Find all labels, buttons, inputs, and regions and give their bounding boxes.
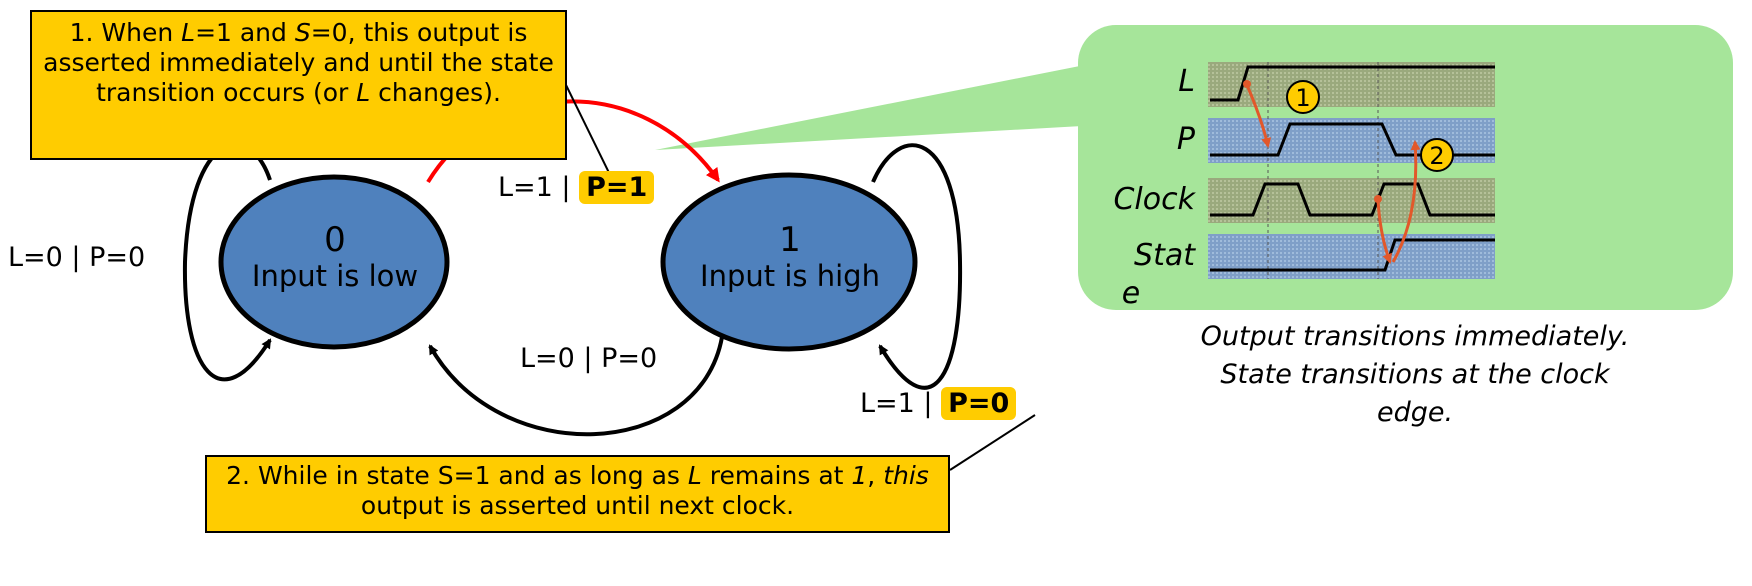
waveform-l (1210, 65, 1495, 102)
transition-1-to-0-label: L=0 | P=0 (520, 343, 658, 374)
marker-1-label: 1 (1295, 84, 1310, 112)
self-loop-1-output: P=0 (941, 387, 1017, 420)
state-1-number: 1 (779, 220, 801, 260)
state-0-text: 0 Input is low (240, 222, 430, 294)
state-1-desc: Input is high (700, 259, 880, 293)
caption-line-3: edge. (1376, 397, 1454, 428)
self-loop-1-label: L=1 | P=0 (860, 387, 1017, 420)
band-l (1208, 62, 1495, 107)
note-1-leader (565, 84, 616, 186)
note-2-leader (949, 414, 1036, 471)
causality-arrow-2b (1391, 140, 1421, 263)
waveform-p (1210, 122, 1495, 157)
transition-0-to-1-label: L=1 | P=1 (498, 171, 655, 204)
self-loop-1-condition: L=1 | (860, 388, 933, 419)
waveform-clock (1210, 182, 1495, 217)
transition-1-to-0 (428, 336, 724, 437)
signal-label-clock: Clock (1113, 182, 1195, 217)
state-1-bubble[interactable] (660, 172, 918, 352)
transition-0-to-1-condition: L=1 | (498, 172, 571, 203)
callout-pointer (655, 62, 1100, 150)
signal-label-state-wrap: e (1121, 276, 1141, 311)
note-1-callout: 1. When L=1 and S=0, this output is asse… (30, 10, 567, 160)
transition-0-to-1-output: P=1 (579, 171, 655, 204)
signal-label-p: P (1176, 122, 1195, 157)
causality-arrow-1 (1245, 84, 1272, 148)
self-loop-0-label: L=0 | P=0 (8, 242, 146, 273)
marker-2-label: 2 (1429, 142, 1444, 170)
causality-start-2 (1374, 195, 1382, 203)
causality-arrow-2a (1376, 199, 1392, 264)
signal-label-state: Stat (1134, 238, 1195, 273)
state-1-text: 1 Input is high (680, 222, 900, 294)
marker-1-circle (1286, 80, 1320, 114)
note-2-callout: 2. While in state S=1 and as long as L r… (205, 455, 950, 533)
marker-2-circle (1420, 138, 1454, 172)
caption-line-2: State transitions at the clock (1220, 359, 1610, 390)
state-0-desc: Input is low (251, 259, 419, 293)
self-loop-1 (871, 143, 963, 390)
state-0-number: 0 (324, 220, 346, 260)
caption-line-1: Output transitions immediately. (1200, 321, 1630, 352)
timing-caption: Output transitions immediately. State tr… (1080, 318, 1750, 432)
state-0-bubble[interactable] (218, 174, 450, 350)
signal-label-l: L (1178, 64, 1195, 99)
causality-start-1 (1243, 80, 1251, 88)
